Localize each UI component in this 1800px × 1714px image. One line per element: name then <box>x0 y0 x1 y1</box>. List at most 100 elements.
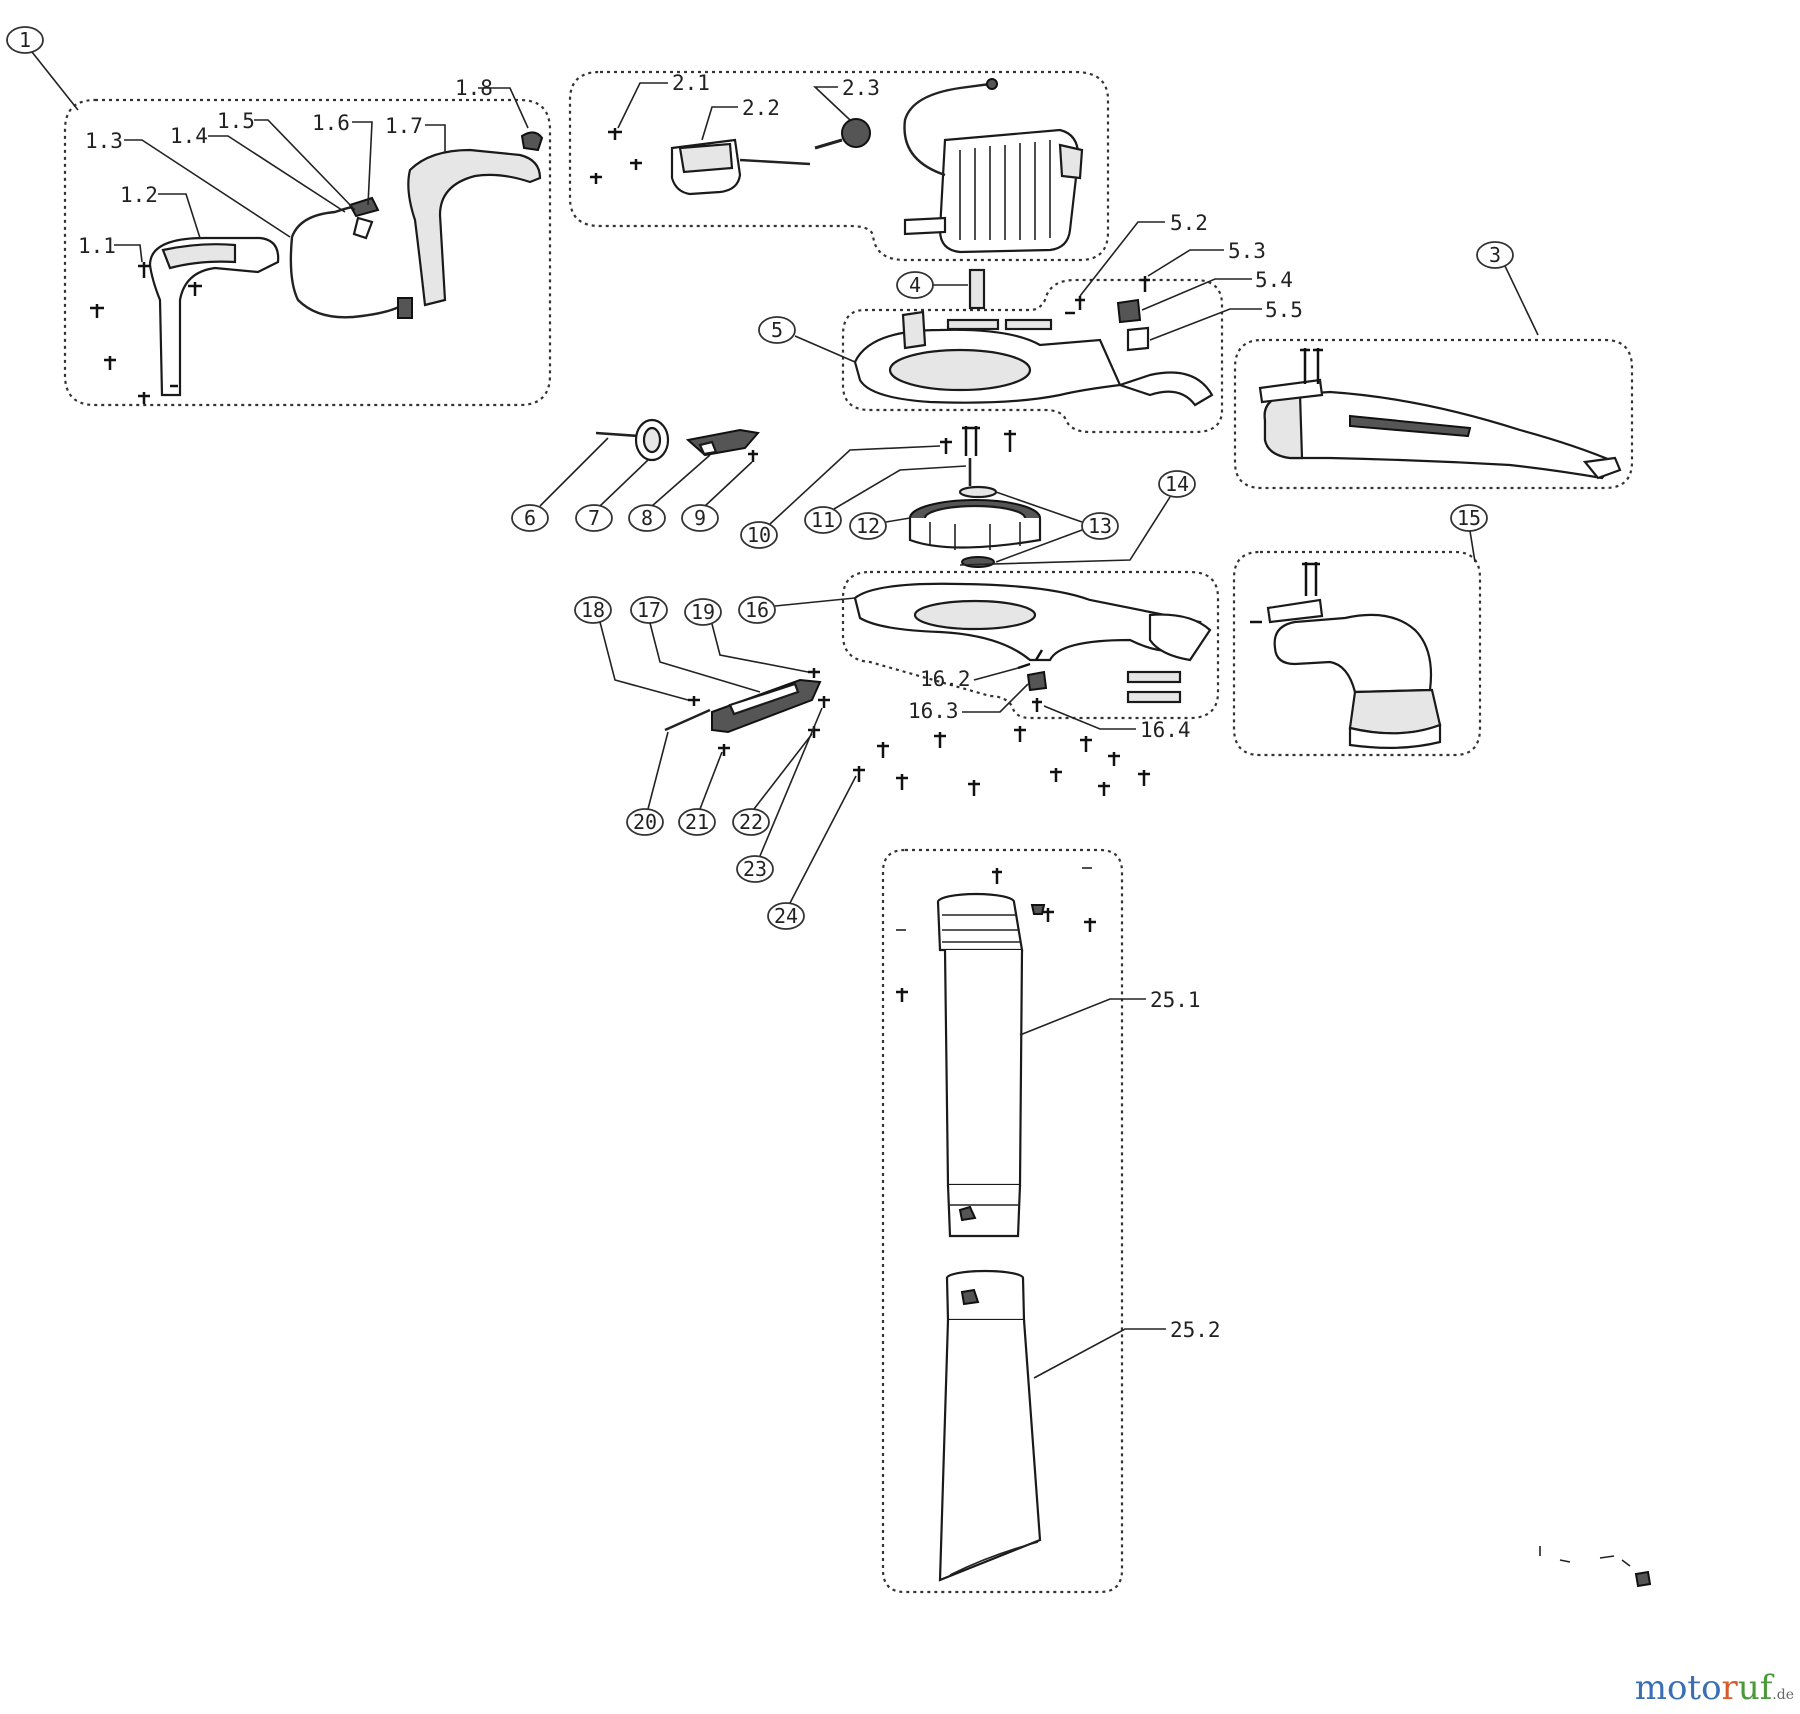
callout-15 <box>1450 504 1488 532</box>
group-25-outline <box>881 848 1124 1594</box>
label-5-4: 5.4 <box>1255 268 1293 292</box>
part-9-screw <box>748 450 758 462</box>
mark-block <box>1634 1570 1652 1588</box>
label-1-2: 1.2 <box>120 183 158 207</box>
leader-12 <box>885 517 911 523</box>
vacuum-elbow-mouth <box>1348 688 1442 735</box>
blower-tube-nozzle <box>1582 456 1622 480</box>
label-1-4: 1.4 <box>170 124 208 148</box>
label-1-5: 1.5 <box>217 109 255 133</box>
fan-blades <box>929 522 1021 550</box>
spark-lead <box>903 82 991 177</box>
leader-25-2 <box>1033 1328 1166 1379</box>
leader-18 <box>649 622 761 693</box>
leader-1 <box>31 51 79 111</box>
part-4-shaft: 4 <box>896 268 986 310</box>
callout-11-text: 11 <box>811 508 835 532</box>
switch-5-5 <box>1126 326 1150 352</box>
parts-17-23-bracket: 18 17 19 20 21 22 23 <box>574 596 830 883</box>
tube-screw-4 <box>896 988 908 1002</box>
part-16-2-spring <box>1017 649 1044 670</box>
vacuum-elbow-rim <box>1348 723 1442 749</box>
callout-13 <box>1081 512 1119 540</box>
part-8-lever-tab <box>698 440 718 456</box>
parts-6-9: 6 7 8 9 <box>511 418 760 532</box>
group-2-outline <box>568 70 1110 262</box>
group-15-vacuum-elbow: 15 <box>1232 504 1488 757</box>
leader-1-2 <box>158 193 201 239</box>
callout-14 <box>1158 470 1196 498</box>
label-16-2: 16.2 <box>920 667 971 691</box>
tube-screw-1 <box>992 868 1002 884</box>
group-2-engine: 2.1 2.2 2.3 <box>568 70 1110 262</box>
callout-4-text: 4 <box>909 273 921 297</box>
tube-25-1-body <box>943 949 1024 1187</box>
part-7-knob-inner <box>642 426 662 454</box>
callout-17-text: 19 <box>691 600 715 624</box>
leader-2-3 <box>812 86 851 121</box>
housing-label-plate-2 <box>1004 318 1053 331</box>
watermark-logo: motoruf.de <box>1635 1668 1794 1708</box>
vacuum-elbow-latch <box>1266 598 1324 624</box>
label-2-1: 2.1 <box>672 71 710 95</box>
callout-13-text: 13 <box>1088 514 1112 538</box>
callout-19-text: 18 <box>581 598 605 622</box>
callout-8 <box>628 504 666 532</box>
label-25-1: 25.1 <box>1150 988 1201 1012</box>
callout-21 <box>678 808 716 836</box>
upper-housing-fan-seat <box>888 348 1032 392</box>
leader-1-8 <box>478 87 529 129</box>
label-1-1: 1.1 <box>78 234 116 258</box>
callout-23-text: 23 <box>743 857 767 881</box>
callout-11 <box>804 506 842 534</box>
leader-10 <box>769 445 941 525</box>
tube-screw-3 <box>1084 918 1096 932</box>
callout-12 <box>849 512 887 540</box>
leader-16 <box>774 597 856 607</box>
callout-20 <box>626 808 664 836</box>
leader-1-5 <box>254 119 356 211</box>
callout-1-text: 1 <box>19 28 31 52</box>
group-3-outline <box>1233 338 1634 490</box>
callout-23 <box>736 855 774 883</box>
group-15-screws <box>1250 562 1320 624</box>
callout-16-text: 16 <box>745 598 769 622</box>
callout-7 <box>575 504 613 532</box>
leader-23 <box>759 707 823 857</box>
upper-housing-outlet <box>1116 371 1214 407</box>
leader-21 <box>699 751 723 810</box>
callout-12-text: 12 <box>856 514 880 538</box>
tube-25-1-end <box>946 1184 1022 1238</box>
group-2-screws <box>590 128 642 184</box>
blower-tube-grip <box>1349 414 1472 438</box>
label-2-3: 2.3 <box>842 76 880 100</box>
callout-14-text: 14 <box>1165 472 1189 496</box>
callout-24-text: 24 <box>774 904 798 928</box>
fuel-cap <box>841 118 871 148</box>
leader-20 <box>647 731 669 810</box>
leader-2-1 <box>617 82 668 129</box>
leader-1-4 <box>208 135 346 213</box>
spark-cap <box>986 78 998 90</box>
group-15-outline <box>1232 550 1482 757</box>
callout-7-text: 7 <box>588 506 600 530</box>
tube-screw-2 <box>1042 908 1054 922</box>
cable-connector <box>397 297 413 319</box>
group-25-vacuum-tubes: 25.1 25.2 <box>881 848 1221 1594</box>
shaft <box>968 268 986 310</box>
part-13-washer-top <box>958 485 998 499</box>
callout-9-text: 9 <box>694 506 706 530</box>
housing-screws <box>853 726 1150 796</box>
leader-5-3 <box>1147 249 1224 277</box>
part-16-3-switch <box>1026 670 1048 692</box>
blower-tube-latch <box>1258 378 1324 404</box>
corner-marks <box>1539 1546 1652 1588</box>
tube-25-2-collar <box>945 1277 1026 1322</box>
leader-5 <box>794 335 856 363</box>
vacuum-elbow <box>1273 613 1433 694</box>
label-5-2: 5.2 <box>1170 211 1208 235</box>
fuel-line <box>814 138 843 150</box>
leader-16-3 <box>962 683 1029 713</box>
label-5-5: 5.5 <box>1265 298 1303 322</box>
callout-24 <box>767 902 805 930</box>
